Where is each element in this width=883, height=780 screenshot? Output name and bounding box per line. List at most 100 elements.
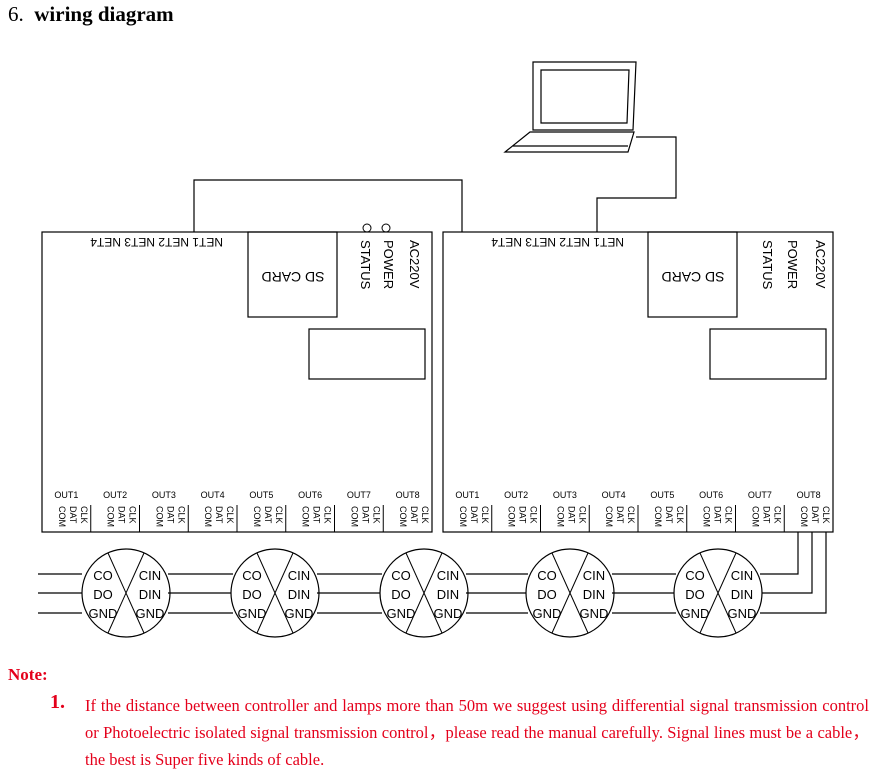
lamp-divider [551,552,589,634]
output-label-1: OUT1 [54,490,78,500]
lamp-pin-din: DIN [437,587,459,602]
output-pin-clk: CLK [274,506,284,524]
output-label-5: OUT5 [249,490,273,500]
lamp-pin-cin: CIN [731,568,753,583]
lamp-divider [107,552,145,634]
note-title: Note: [8,665,48,684]
lamp-pin-co: CO [537,568,557,583]
output-pin-com: COM [750,506,760,527]
output-pin-com: COM [458,506,468,527]
heading-number: 6. [8,2,24,26]
lamp-pin-gnd: GND [434,606,463,621]
lamp-pin-cin: CIN [583,568,605,583]
lamp-pin-gnd: GND [728,606,757,621]
output-pin-clk: CLK [577,506,587,524]
display-window [308,328,426,380]
lamp-pin-gnd: GND [89,606,118,621]
output-pin-com: COM [154,506,164,527]
output-label-4: OUT4 [602,490,626,500]
output-pin-com: COM [301,506,311,527]
lamp-pin-do: DO [685,587,705,602]
output-label-6: OUT6 [699,490,723,500]
lamp-pin-gnd: GND [136,606,165,621]
lamp-pin-gnd: GND [238,606,267,621]
page-heading: 6. wiring diagram [8,2,174,27]
note-number: 1. [50,691,65,713]
output-pin-com: COM [252,506,262,527]
output-pin-com: COM [203,506,213,527]
output-pin-clk: CLK [529,506,539,524]
output-label-7: OUT7 [347,490,371,500]
controller-1: NET1 NET2 NET3 NET4 SD CARD AC220V POWER STA… [41,223,433,533]
output-pin-clk: CLK [772,506,782,524]
output-pin-clk: CLK [225,506,235,524]
lamp-pin-gnd: GND [285,606,314,621]
side-label-ac220v: AC220V [407,240,422,289]
output-pin-com: COM [398,506,408,527]
lamp-pin-co: CO [685,568,705,583]
lamp-pin-cin: CIN [139,568,161,583]
net-ports-label: NET1 NET2 NET3 NET4 [491,235,624,249]
output-pin-clk: CLK [724,506,734,524]
output-pin-dat: DAT [664,506,674,524]
side-label-ac220v: AC220V [813,240,828,289]
output-label-8: OUT8 [396,490,420,500]
lamp-pin-do: DO [93,587,113,602]
lamp-pin-cin: CIN [288,568,310,583]
wiring-diagram: NET1 NET2 NET3 NET4 SD CARD AC220V POWER STA… [38,61,834,638]
sd-card-label: SD CARD [661,269,724,285]
side-label-power: POWER [381,240,396,289]
status-led [362,223,372,233]
lamp-pin-gnd: GND [533,606,562,621]
network-cables [193,136,677,232]
output-pin-dat: DAT [312,506,322,524]
heading-title: wiring diagram [34,2,174,26]
lamp-divider [256,552,294,634]
output-label-6: OUT6 [298,490,322,500]
output-pin-dat: DAT [409,506,419,524]
output-pin-dat: DAT [713,506,723,524]
sd-card-slot [647,231,738,318]
output-pin-clk: CLK [79,506,89,524]
output-label-5: OUT5 [650,490,674,500]
lamp-pin-co: CO [93,568,113,583]
note-text: If the distance between controller and l… [85,696,869,769]
output-pin-clk: CLK [420,506,430,524]
output-pin-clk: CLK [480,506,490,524]
lamp-pin-co: CO [242,568,262,583]
net-ports-label: NET1 NET2 NET3 NET4 [90,235,223,249]
output-pin-clk: CLK [371,506,381,524]
output-pin-dat: DAT [615,506,625,524]
side-label-status: STATUS [358,240,373,290]
output-pin-com: COM [604,506,614,527]
output-label-7: OUT7 [748,490,772,500]
output-pin-com: COM [106,506,116,527]
lamp-pin-co: CO [391,568,411,583]
output-label-8: OUT8 [797,490,821,500]
display-window [709,328,827,380]
lamp-divider [405,552,443,634]
output-pin-com: COM [653,506,663,527]
output-pin-com: COM [799,506,809,527]
lamp-pin-din: DIN [583,587,605,602]
output-label-2: OUT2 [103,490,127,500]
lamp-pin-din: DIN [288,587,310,602]
output-pin-clk: CLK [821,506,831,524]
output-pin-com: COM [555,506,565,527]
sd-card-slot [247,231,338,318]
side-label-status: STATUS [760,240,775,290]
output-label-4: OUT4 [201,490,225,500]
output-pin-dat: DAT [518,506,528,524]
laptop-icon [503,61,637,153]
sd-card-label: SD CARD [261,269,324,285]
output-pin-dat: DAT [165,506,175,524]
output-pin-com: COM [702,506,712,527]
output-pin-com: COM [57,506,67,527]
output-label-3: OUT3 [553,490,577,500]
lamp-pin-cin: CIN [437,568,459,583]
